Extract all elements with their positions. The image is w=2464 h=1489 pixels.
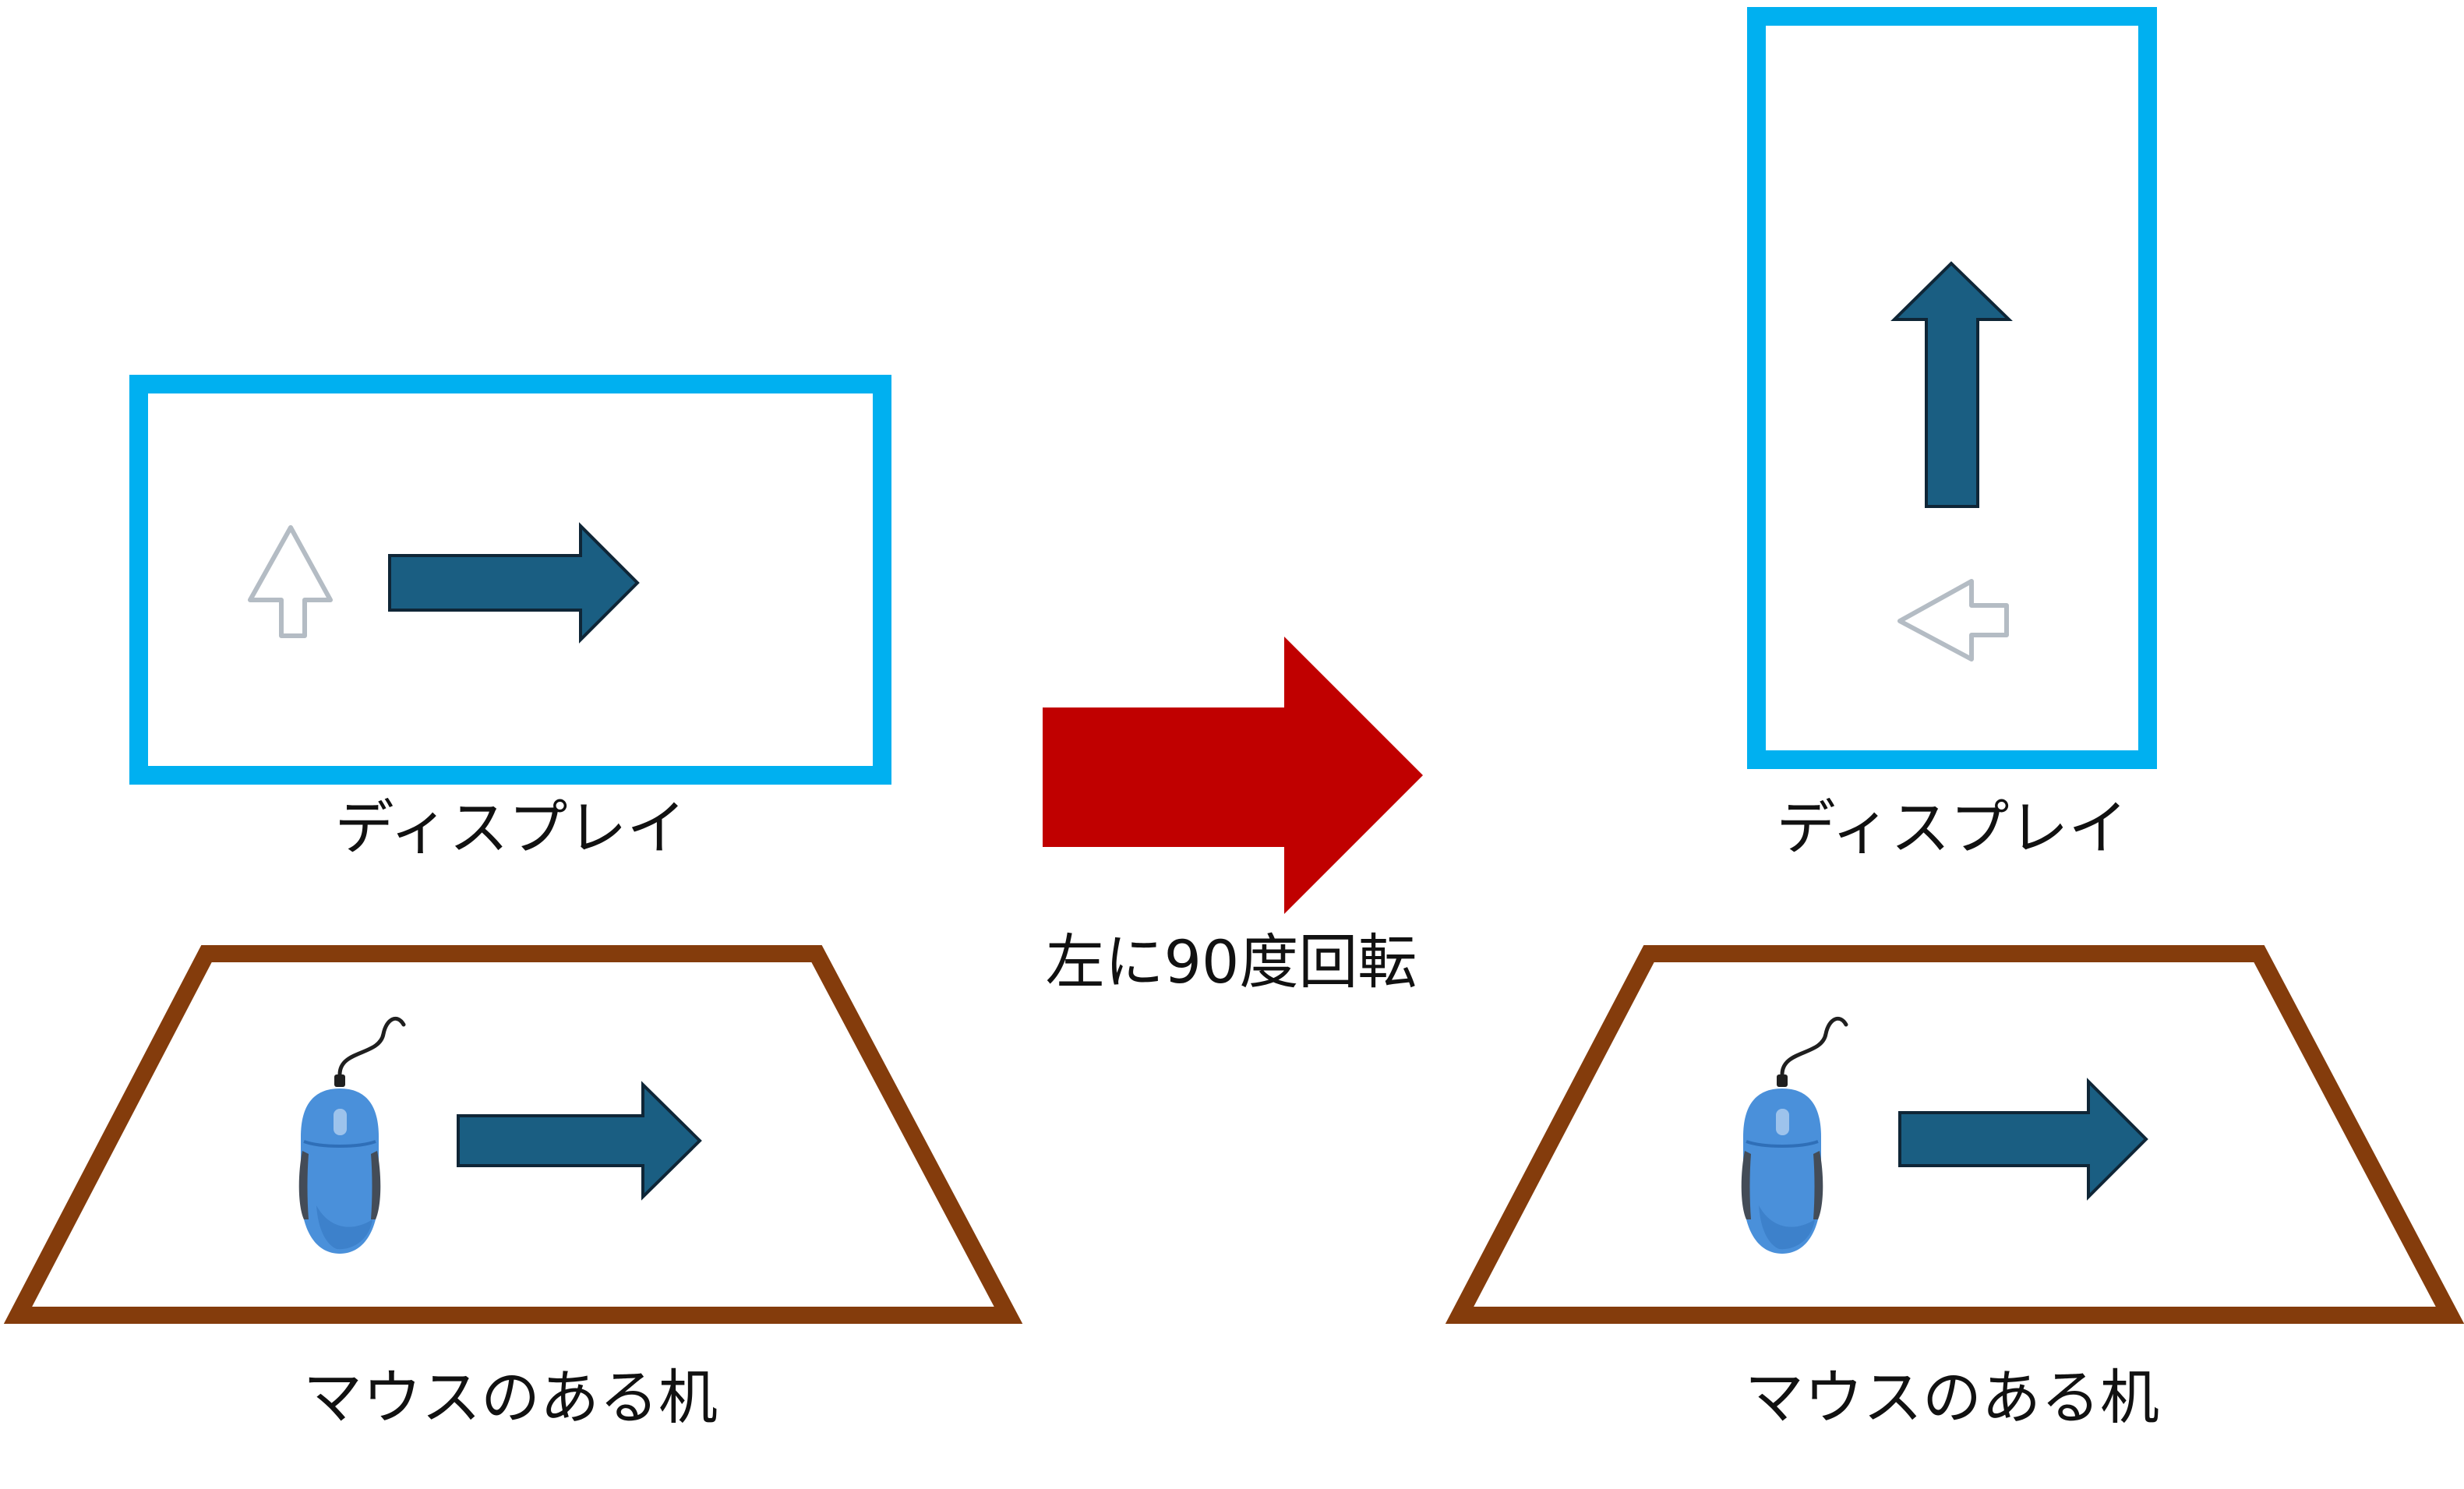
display-frame-landscape [129, 375, 891, 785]
direction-arrow-icon [457, 1081, 702, 1201]
rotation-label: 左に90度回転 [1045, 927, 1417, 997]
cursor-arrow-icon [248, 525, 333, 638]
direction-arrow-icon [1890, 261, 2013, 508]
direction-arrow-icon [1898, 1078, 2148, 1201]
desk-label-after: マウスのある机 [1745, 1363, 2159, 1432]
mouse-icon [1742, 1018, 1846, 1254]
desk-label-before: マウスのある机 [303, 1363, 718, 1432]
direction-arrow-icon [388, 522, 640, 644]
mouse-icon [299, 1018, 404, 1254]
desk-frame [3, 945, 1023, 1324]
display-label-before: ディスプレイ [334, 793, 687, 863]
rotation-arrow-icon [1043, 637, 1423, 914]
display-label-after: ディスプレイ [1776, 793, 2128, 863]
cursor-arrow-icon [1897, 579, 2009, 662]
display-frame-portrait [1747, 7, 2157, 769]
desk-frame [1445, 945, 2464, 1324]
